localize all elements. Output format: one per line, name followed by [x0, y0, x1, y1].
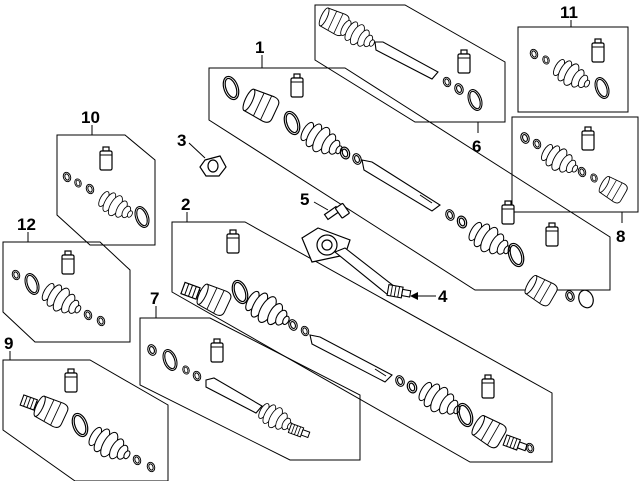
callout-6: 6 — [472, 137, 481, 156]
callout-1: 1 — [255, 38, 264, 57]
callout-8: 8 — [616, 227, 625, 246]
assembly-8-parts — [518, 126, 630, 206]
panel-8 — [511, 116, 639, 213]
callout-leaders — [9, 20, 623, 360]
callout-4: 4 — [438, 287, 448, 306]
callout-2: 2 — [181, 195, 190, 214]
assembly-11-parts — [528, 38, 613, 101]
panel-7 — [139, 317, 361, 461]
panel-11 — [517, 26, 629, 113]
assembly-2-parts — [180, 229, 536, 455]
callout-11: 11 — [560, 3, 578, 22]
callout-labels: 1 2 3 4 5 6 7 8 9 10 11 12 — [4, 3, 625, 353]
panel-12 — [2, 241, 131, 343]
assembly-6-parts — [316, 5, 486, 113]
callout-5: 5 — [300, 190, 309, 209]
assembly-1-parts — [219, 73, 594, 309]
callout-12: 12 — [17, 215, 36, 234]
callout-3: 3 — [177, 131, 186, 150]
panel-9 — [2, 359, 169, 481]
assembly-12-parts — [10, 250, 107, 328]
callout-10: 10 — [81, 108, 100, 127]
assembly-7-parts — [145, 338, 311, 440]
part-5-bolt — [323, 203, 350, 221]
assembly-10-parts — [61, 146, 153, 230]
panel-1 — [208, 67, 611, 291]
panel-2 — [171, 221, 553, 463]
callout-9: 9 — [4, 334, 13, 353]
panel-10 — [56, 134, 156, 246]
part-4-intermediate-shaft — [301, 227, 412, 300]
callout-7: 7 — [150, 289, 159, 308]
panel-6 — [314, 4, 506, 123]
part-3-nut — [199, 155, 227, 177]
